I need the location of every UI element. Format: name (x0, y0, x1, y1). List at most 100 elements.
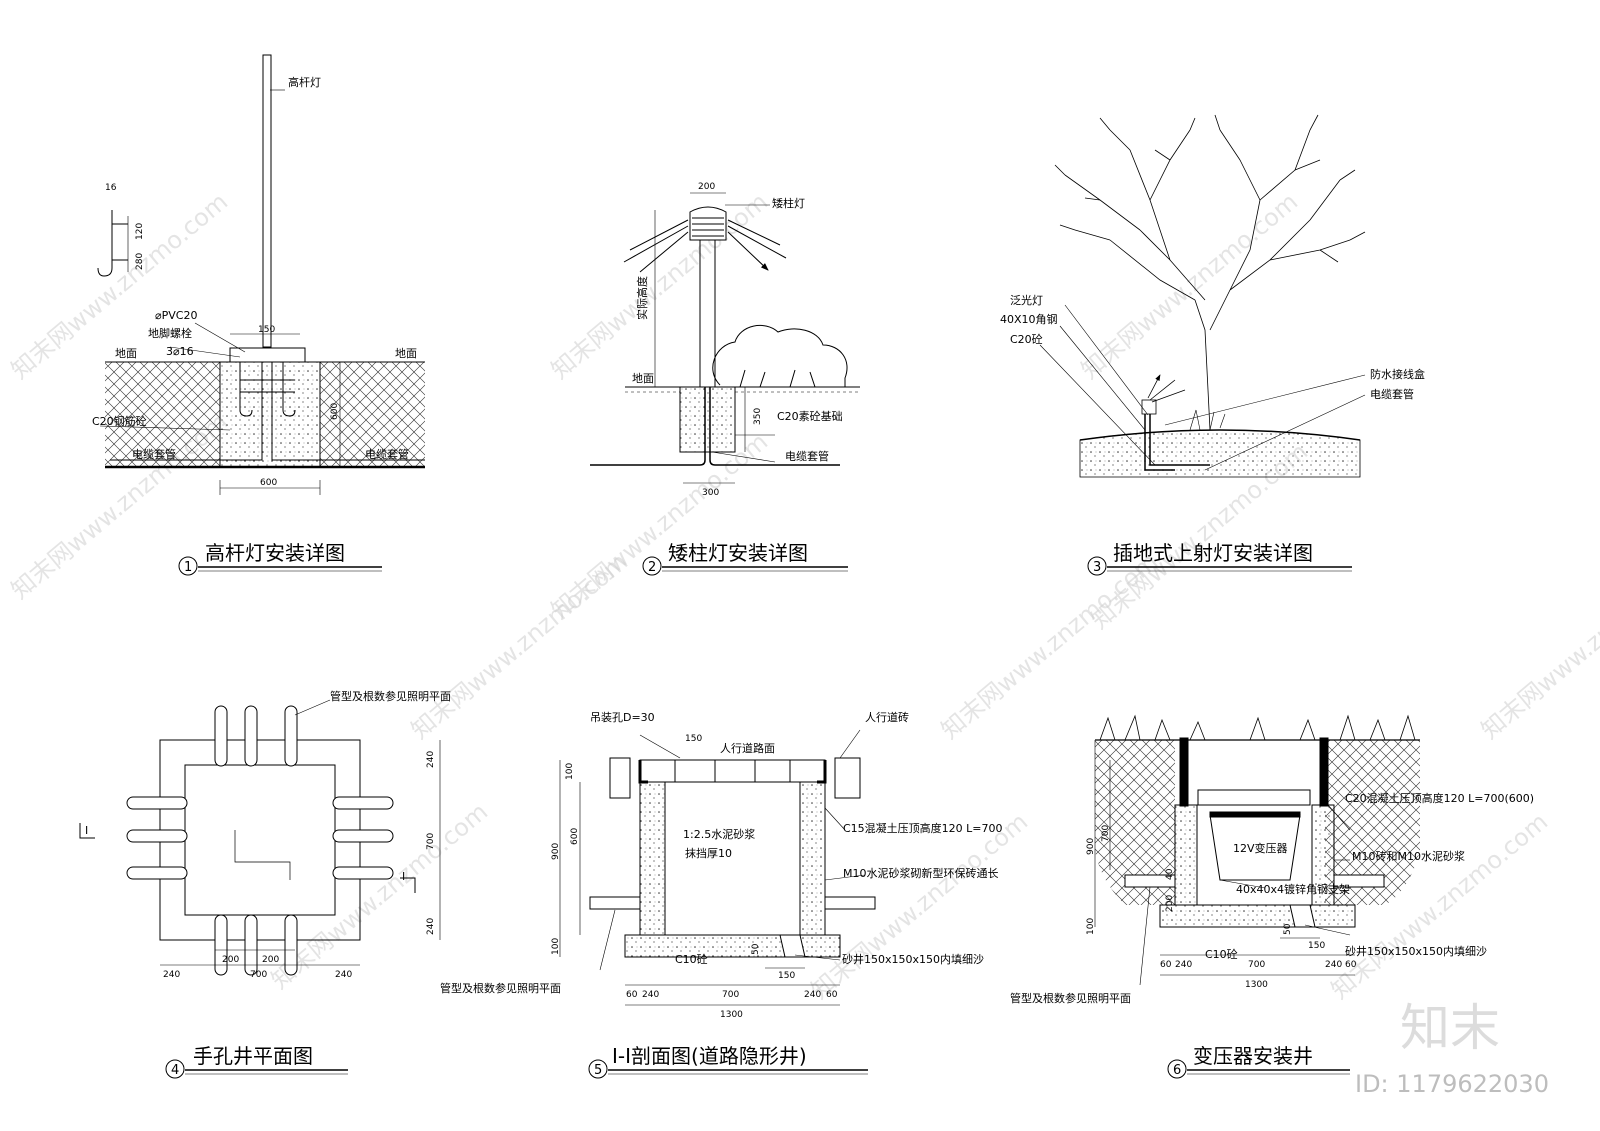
dim-60-left: 60 (1160, 960, 1172, 970)
label-c20-base: C20素砼基础 (777, 410, 843, 423)
dim-600-vertical: 600 (330, 403, 340, 420)
label-pavement: 人行道路面 (720, 741, 775, 755)
detail-2-text: 矮柱灯 实际高度 地面 C20素砼基础 电缆套管 200 350 300 2 矮… (632, 182, 848, 576)
label-waterproof-box: 防水接线盒 (1370, 367, 1425, 381)
detail-5-section (559, 729, 876, 1006)
detail-3-uplight (1039, 114, 1366, 478)
label-cable-sleeve: 电缆套管 (785, 449, 829, 463)
dim-700: 700 (1101, 825, 1111, 842)
detail-4-text: 管型及根数参见照明平面 I I 240 700 240 240 700 240 … (85, 689, 451, 1079)
label-c20-concrete: C20钢筋砼 (92, 414, 147, 428)
label-anchor-bolt: 地脚螺栓 (148, 326, 192, 340)
detail-3-text: 泛光灯 40X10角钢 C20砼 防水接线盒 电缆套管 3 插地式上射灯安装详图 (1000, 293, 1425, 576)
lamp-pole (262, 54, 272, 348)
label-paving-brick: 人行道砖 (865, 710, 909, 724)
dim-1300: 1300 (720, 1010, 743, 1020)
concrete-foundation (219, 361, 321, 468)
dim-60-right: 60 (1345, 960, 1357, 970)
dim-240-bottom: 240 (426, 918, 436, 935)
dim-600-horizontal: 600 (260, 478, 277, 488)
label-section-left: I (85, 824, 88, 837)
detail-number: 1 (184, 560, 192, 575)
concrete-base (679, 386, 736, 453)
dim-200-a: 200 (222, 955, 239, 965)
dim-700-vertical: 700 (426, 833, 436, 850)
outer-wall (159, 739, 361, 941)
detail-title: 变压器安装井 (1193, 1044, 1313, 1068)
label-pvc: ⌀PVC20 (155, 309, 197, 322)
dim-240-right: 240 (1325, 960, 1342, 970)
cover-slab (639, 759, 826, 783)
label-actual-height: 实际高度 (635, 276, 649, 320)
dim-240-right: 240 (804, 990, 821, 1000)
dim-60-left: 60 (626, 990, 638, 1000)
detail-title: 矮柱灯安装详图 (668, 541, 808, 565)
c10-base (1159, 904, 1356, 928)
dim-900: 900 (551, 843, 561, 860)
soil-hatch (105, 362, 220, 467)
dim-200: 200 (698, 182, 715, 192)
label-angle-bracket: 40x40x4镀锌角钢支架 (1236, 882, 1350, 896)
dim-150: 150 (258, 325, 275, 335)
label-ground-left: 地面 (115, 347, 137, 360)
dim-100: 100 (1086, 918, 1096, 935)
dim-120: 120 (135, 223, 145, 240)
label-transformer: 12V变压器 (1233, 841, 1288, 855)
dim-280: 280 (135, 253, 145, 270)
detail-1-text: 高杆灯 ⌀PVC20 地脚螺栓 3⌀16 地面 地面 C20钢筋砼 电缆套管 电… (92, 75, 417, 576)
watermark-text: 知末网www.znzmo.com (546, 188, 773, 385)
label-cable-sleeve: 电缆套管 (1370, 387, 1414, 401)
label-c20-coping: C20混凝土压顶高度120 L=700(600) (1345, 791, 1534, 805)
dim-100-top: 100 (565, 763, 575, 780)
dim-60-right: 60 (826, 990, 838, 1000)
dim-50: 50 (1283, 923, 1293, 935)
dim-200: 200 (1165, 895, 1175, 912)
label-section-right: I (402, 870, 405, 883)
label-pipe-note: 管型及根数参见照明平面 (440, 981, 561, 995)
detail-title: I-I剖面图(道路隐形井) (612, 1044, 807, 1068)
dim-1300: 1300 (1245, 980, 1268, 990)
label-lifting-hole: 吊装孔D=30 (590, 711, 655, 724)
dim-240-top: 240 (426, 751, 436, 768)
label-cement-mortar: 1:2.5水泥砂浆 (683, 827, 755, 841)
label-floodlight: 泛光灯 (1010, 293, 1043, 307)
detail-number-circle (1087, 556, 1107, 576)
detail-number-circle (1167, 1059, 1187, 1079)
dim-100-bottom: 100 (551, 938, 561, 955)
label-high-pole-lamp: 高杆灯 (288, 75, 321, 89)
detail-number: 2 (648, 560, 656, 575)
label-c20: C20砼 (1010, 333, 1043, 346)
detail-title: 手孔井平面图 (193, 1044, 313, 1068)
logo-text: 知末 (1400, 999, 1500, 1057)
detail-title: 高杆灯安装详图 (205, 541, 345, 565)
label-sand-pit: 砂井150x150x150内填细沙 (1345, 944, 1487, 958)
label-plaster: 抹挡厚10 (685, 846, 732, 860)
label-c10: C10砼 (1205, 948, 1238, 961)
label-pipe-note: 管型及根数参见照明平面 (1010, 991, 1131, 1005)
detail-title: 插地式上射灯安装详图 (1113, 541, 1313, 565)
label-c10: C10砼 (675, 953, 708, 966)
dim-150-top: 150 (685, 734, 702, 744)
dim-16: 16 (105, 183, 117, 193)
dim-700: 700 (722, 990, 739, 1000)
watermark-text: 知末网www.znzmo.com (1076, 188, 1303, 385)
dim-200-b: 200 (262, 955, 279, 965)
detail-number-circle (588, 1059, 608, 1079)
detail-number-circle (165, 1059, 185, 1079)
detail-4-handhole-plan (79, 699, 441, 976)
watermark-text: 知末网www.znzmo.com (936, 548, 1163, 745)
watermark-text: 知末网www.znzmo.com (1476, 548, 1600, 745)
image-id-label: ID: 1179622030 (1355, 1070, 1549, 1098)
watermark-logo: 知末 ID: 1179622030 (1355, 999, 1549, 1098)
dim-150-sand: 150 (778, 971, 795, 981)
label-sand-pit: 砂井150x150x150内填细沙 (842, 952, 984, 966)
dim-600: 600 (570, 828, 580, 845)
label-pipe-note: 管型及根数参见照明平面 (330, 689, 451, 703)
dim-700: 700 (1248, 960, 1265, 970)
detail-6-text: 12V变压器 C20混凝土压顶高度120 L=700(600) M10砖和M10… (1010, 791, 1534, 1079)
inner-wall (184, 764, 336, 916)
detail-number: 4 (171, 1063, 179, 1078)
dim-50: 50 (751, 943, 761, 955)
dim-40: 40 (1165, 868, 1175, 880)
